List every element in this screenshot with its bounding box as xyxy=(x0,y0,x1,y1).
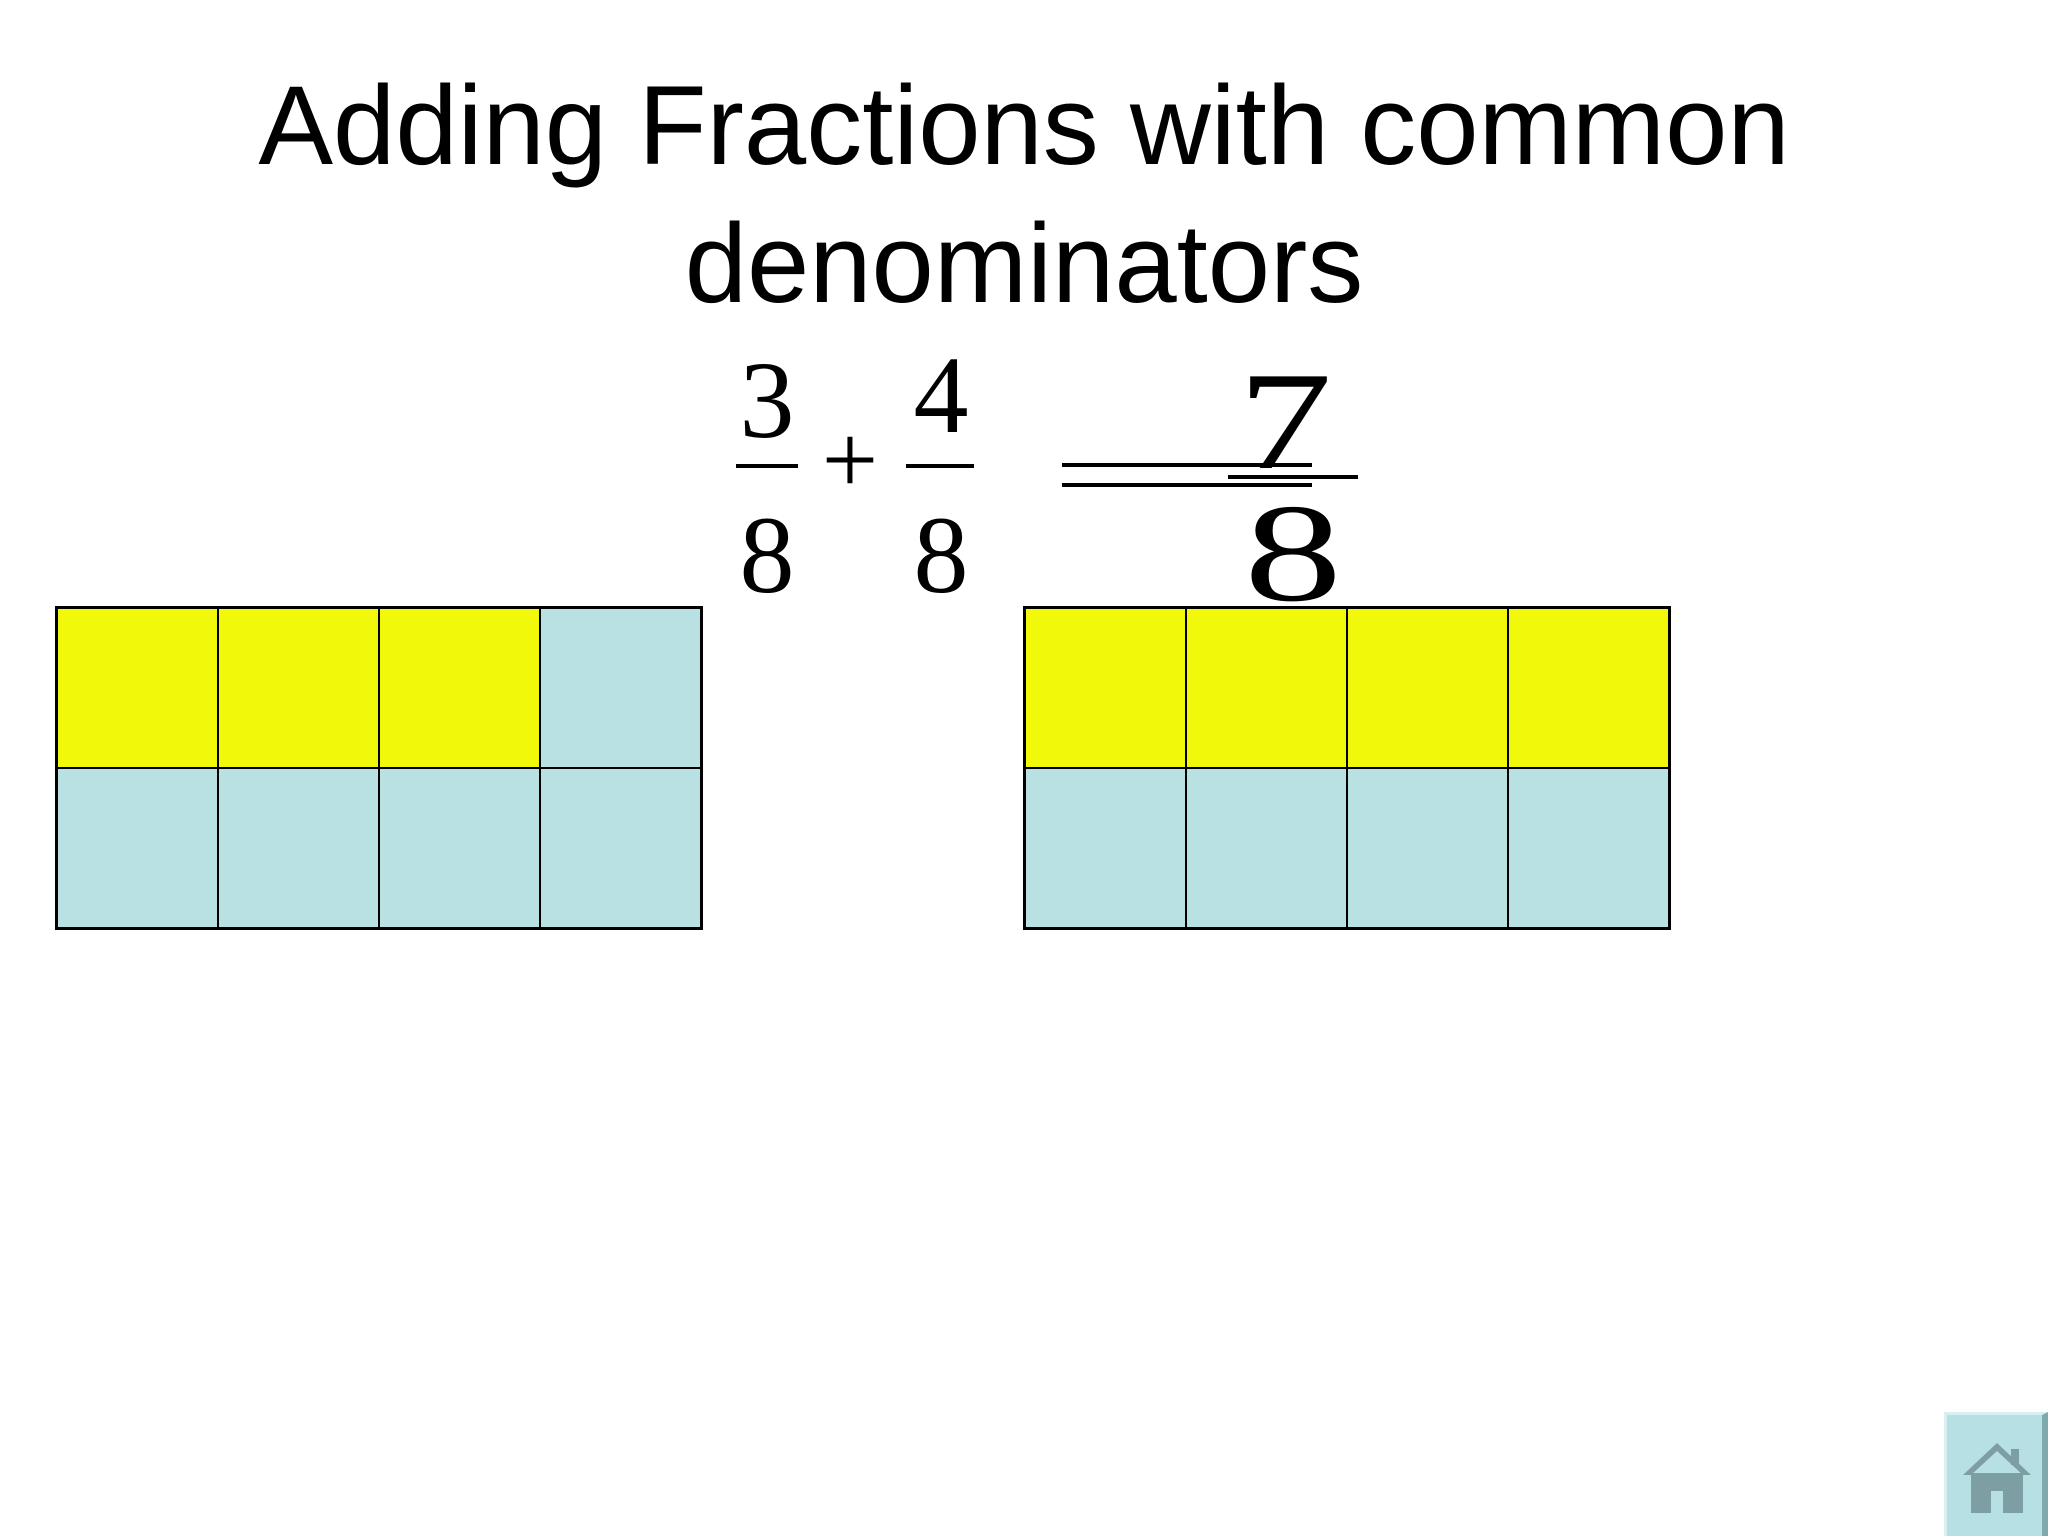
shaded-cell xyxy=(1025,608,1186,768)
shaded-cell xyxy=(218,608,379,768)
shaded-cell xyxy=(379,608,540,768)
shaded-cell xyxy=(57,608,218,768)
unshaded-cell xyxy=(218,768,379,928)
fraction-model-three-eighths xyxy=(55,606,703,930)
fraction-model-four-eighths xyxy=(1023,606,1671,930)
fraction-left-denominator: 8 xyxy=(739,494,795,616)
fraction-right-bar xyxy=(906,464,974,468)
fraction-left-numerator: 3 xyxy=(739,339,795,461)
slide-title-line-2: denominators xyxy=(684,201,1364,326)
house-icon xyxy=(1963,1443,2031,1513)
unshaded-cell xyxy=(1025,768,1186,928)
unshaded-cell xyxy=(1347,768,1508,928)
unshaded-cell xyxy=(1508,768,1669,928)
fraction-right-denominator: 8 xyxy=(913,494,969,616)
fraction-result-numerator: 7 xyxy=(1237,344,1333,499)
slide-title-line-1: Adding Fractions with common xyxy=(258,63,1790,188)
fraction-result-denominator: 8 xyxy=(1244,476,1342,631)
equals-line-top xyxy=(1062,463,1312,467)
fraction-right-numerator: 4 xyxy=(913,334,969,456)
equals-line-bottom xyxy=(1062,483,1312,487)
shaded-cell xyxy=(1186,608,1347,768)
unshaded-cell xyxy=(540,608,701,768)
unshaded-cell xyxy=(1186,768,1347,928)
unshaded-cell xyxy=(540,768,701,928)
unshaded-cell xyxy=(379,768,540,928)
plus-operator: + xyxy=(821,404,879,515)
shaded-cell xyxy=(1508,608,1669,768)
fraction-result-bar xyxy=(1228,475,1358,479)
home-button[interactable] xyxy=(1944,1412,2048,1536)
shaded-cell xyxy=(1347,608,1508,768)
unshaded-cell xyxy=(57,768,218,928)
fraction-left-bar xyxy=(736,464,798,468)
